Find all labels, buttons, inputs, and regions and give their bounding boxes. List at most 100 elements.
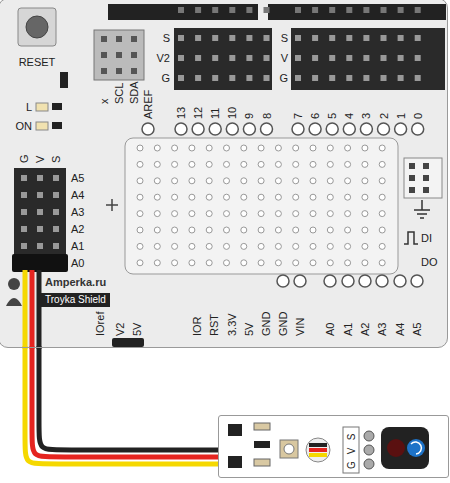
header-pin [312,55,318,61]
header-pin [178,35,184,41]
chip [228,456,242,468]
proto-hole [310,211,316,217]
header-pin [21,209,27,215]
solder-pad [343,123,355,135]
header-pin [21,175,27,181]
proto-hole [189,260,195,266]
proto-hole [362,161,368,167]
reset-cap [26,16,48,38]
pin-label: 5 [326,113,338,119]
header-pin [409,163,415,169]
header-pin [246,7,252,13]
header-pin [37,226,43,232]
header-pin [264,55,270,61]
header-pin [116,52,122,58]
header-pin [53,175,59,181]
proto-hole [379,161,385,167]
header-pin [212,75,218,81]
connector-band [309,448,327,452]
proto-hole [293,194,299,200]
proto-hole [293,243,299,249]
header-pin [346,55,352,61]
pin-label: S [281,32,288,44]
proto-hole [293,211,299,217]
pin-label: VIN [294,318,306,336]
pin-label: RESET [19,56,56,68]
proto-hole [241,243,247,249]
wire-red [32,346,218,457]
proto-hole [293,161,299,167]
proto-hole [345,145,351,151]
proto-hole [379,194,385,200]
proto-hole [362,260,368,266]
jumper [112,338,144,347]
mascot [6,278,22,306]
mascot-head [8,278,20,290]
proto-hole [206,178,212,184]
pin-label: 7 [292,113,304,119]
pin-label: SDA [128,81,140,104]
header-pin [53,192,59,198]
pin-label: A1 [342,323,354,336]
pin-label: A3 [376,323,388,336]
ground-bar [414,209,430,211]
proto-hole [258,178,264,184]
pin-label: A2 [71,223,84,235]
header-pin [295,35,301,41]
header-pin [363,35,369,41]
solder-pad [226,123,238,135]
pin-label: V2 [157,52,170,64]
header-pin [363,7,369,13]
pin-label: V2 [114,323,126,336]
proto-hole [293,260,299,266]
solder-pad [175,123,187,135]
cable-plug [12,254,68,272]
proto-hole [154,227,160,233]
header-pin [195,35,201,41]
proto-hole [137,227,143,233]
pin-header [174,28,272,90]
solder-pad [326,123,338,135]
pin-label: RST [208,314,220,336]
terminal [364,445,374,455]
header-pin [329,75,335,81]
proto-hole [275,194,281,200]
wire-black [37,270,42,349]
ground-stem [421,200,423,210]
proto-hole [137,243,143,249]
chip [228,424,242,436]
proto-hole [327,161,333,167]
header-pin [415,7,421,13]
proto-hole [327,145,333,151]
header-pin [363,75,369,81]
proto-hole [327,194,333,200]
pin-label: 3 [360,113,372,119]
pin-label: G [18,154,30,163]
solder-pad [360,123,372,135]
sensor-module: SVG [218,415,449,478]
ground-symbol [414,200,430,218]
header-pin [37,209,43,215]
solder-pad [324,275,336,287]
pin-label: x [98,99,110,105]
pin-label: S [50,156,62,163]
resistor [254,441,270,448]
cable [25,346,218,464]
proto-hole [362,145,368,151]
pin-label: V [34,156,46,163]
proto-hole [362,178,368,184]
led [36,103,48,111]
proto-hole [310,145,316,151]
proto-hole [172,145,178,151]
proto-hole [362,211,368,217]
solder-pad [411,275,423,287]
resistor [52,103,62,110]
pin-label: 5V [131,323,143,336]
header-pin [37,192,43,198]
proto-hole [293,227,299,233]
pin-label: A4 [394,323,406,336]
led [36,122,48,130]
header-pin [363,55,369,61]
